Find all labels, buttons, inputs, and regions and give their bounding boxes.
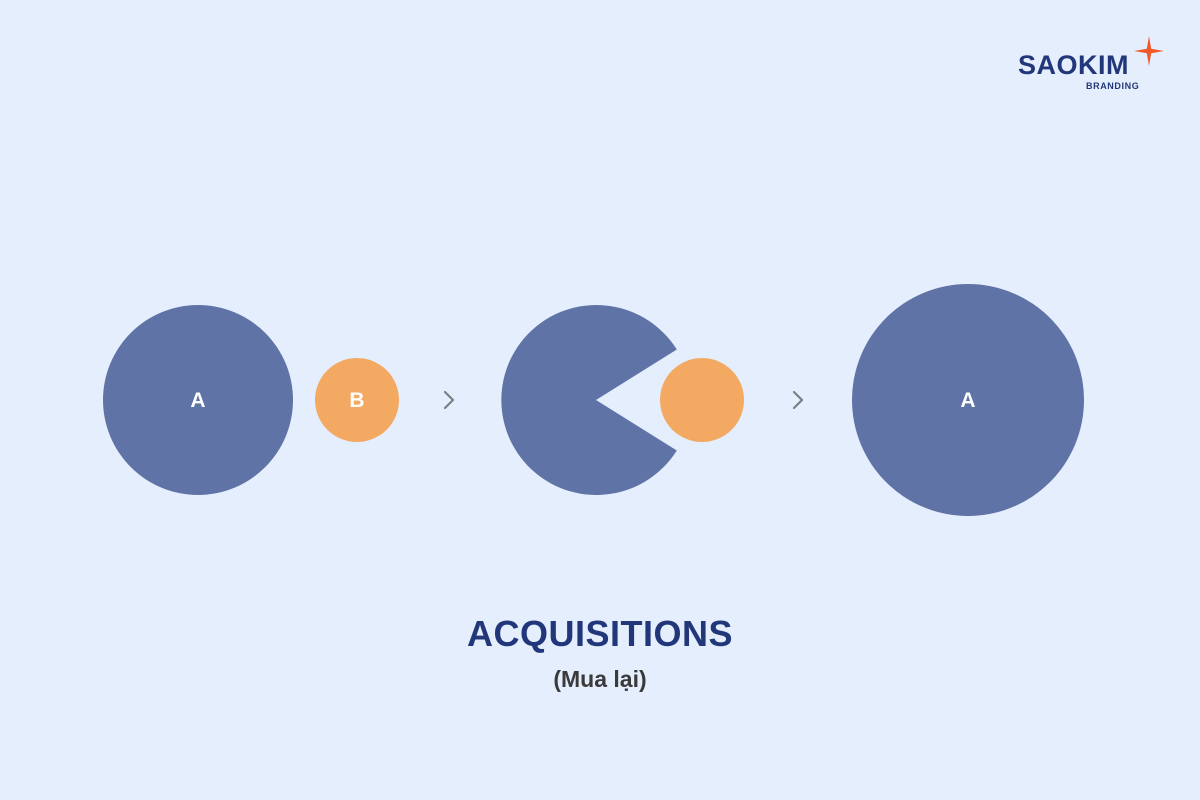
- company-a-label: A: [190, 389, 205, 412]
- company-a-merged-circle: [852, 284, 1084, 516]
- logo-wordmark: SAOKIM: [1018, 50, 1129, 80]
- page-subtitle: (Mua lại): [553, 666, 647, 692]
- chevron-right-icon: [792, 390, 804, 410]
- company-a-merged-label: A: [960, 389, 975, 412]
- company-b-circle: [315, 358, 399, 442]
- page-title: ACQUISITIONS: [466, 613, 733, 654]
- chevron-right-icon: [443, 390, 455, 410]
- logo-tagline: BRANDING: [1086, 81, 1140, 91]
- stage-acquiring: [501, 305, 744, 495]
- stage-before: A B: [103, 305, 399, 495]
- company-a-pacman: [501, 305, 677, 495]
- saokim-logo: SAOKIM BRANDING: [1016, 36, 1176, 96]
- stage-after: A: [852, 284, 1084, 516]
- company-b-label: B: [349, 389, 364, 412]
- company-a-circle: [103, 305, 293, 495]
- star-icon: [1134, 36, 1164, 66]
- company-b-circle-absorbed: [660, 358, 744, 442]
